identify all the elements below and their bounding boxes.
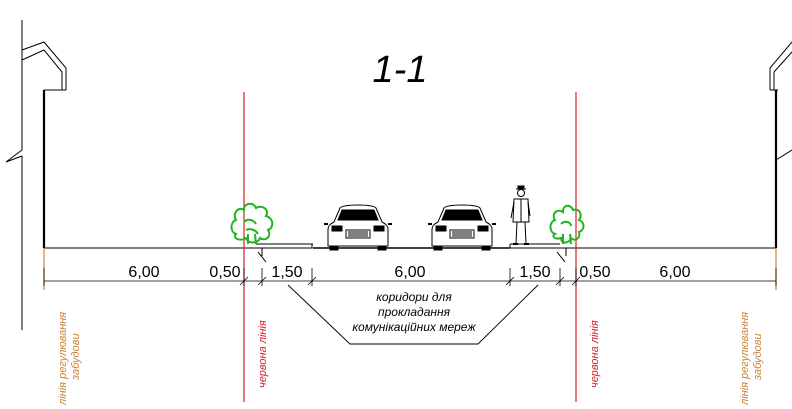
dim-label: 0,50 [579, 264, 610, 281]
tree-icon [230, 202, 274, 245]
utility-note-line-2: прокладання [378, 305, 451, 319]
building-line-left-label-2: забудови [70, 333, 82, 381]
car-icon [324, 204, 392, 251]
dim-label: 0,50 [209, 264, 240, 281]
section-title: 1-1 [373, 49, 428, 91]
car-icon [428, 204, 496, 251]
red-line-right-label: червона лінія [589, 320, 601, 388]
dim-label: 6,00 [659, 264, 690, 281]
dim-label: 6,00 [128, 264, 159, 281]
pedestrian-icon [510, 185, 531, 245]
ground-profile [44, 243, 776, 256]
utility-note-line-1: коридори для [376, 290, 452, 304]
dim-label: 6,00 [394, 264, 425, 281]
tree-icon [549, 204, 585, 245]
dimension-line [43, 268, 777, 286]
dim-label: 1,50 [519, 264, 550, 281]
building-line-left-label-1: лінія регулювання [57, 312, 69, 406]
red-line-left-label: червона лінія [257, 320, 269, 388]
tree-stake-right [556, 251, 566, 263]
utility-note-line-3: комунікаційних мереж [352, 320, 476, 334]
tree-stake-left [257, 251, 267, 263]
building-left-icon [5, 20, 67, 330]
building-line-right-label-2: забудови [752, 333, 764, 381]
building-right-icon [769, 41, 792, 248]
utility-corridor-callout [287, 284, 539, 345]
dim-label: 1,50 [271, 264, 302, 281]
building-line-right-label-1: лінія регулювання [739, 312, 751, 406]
